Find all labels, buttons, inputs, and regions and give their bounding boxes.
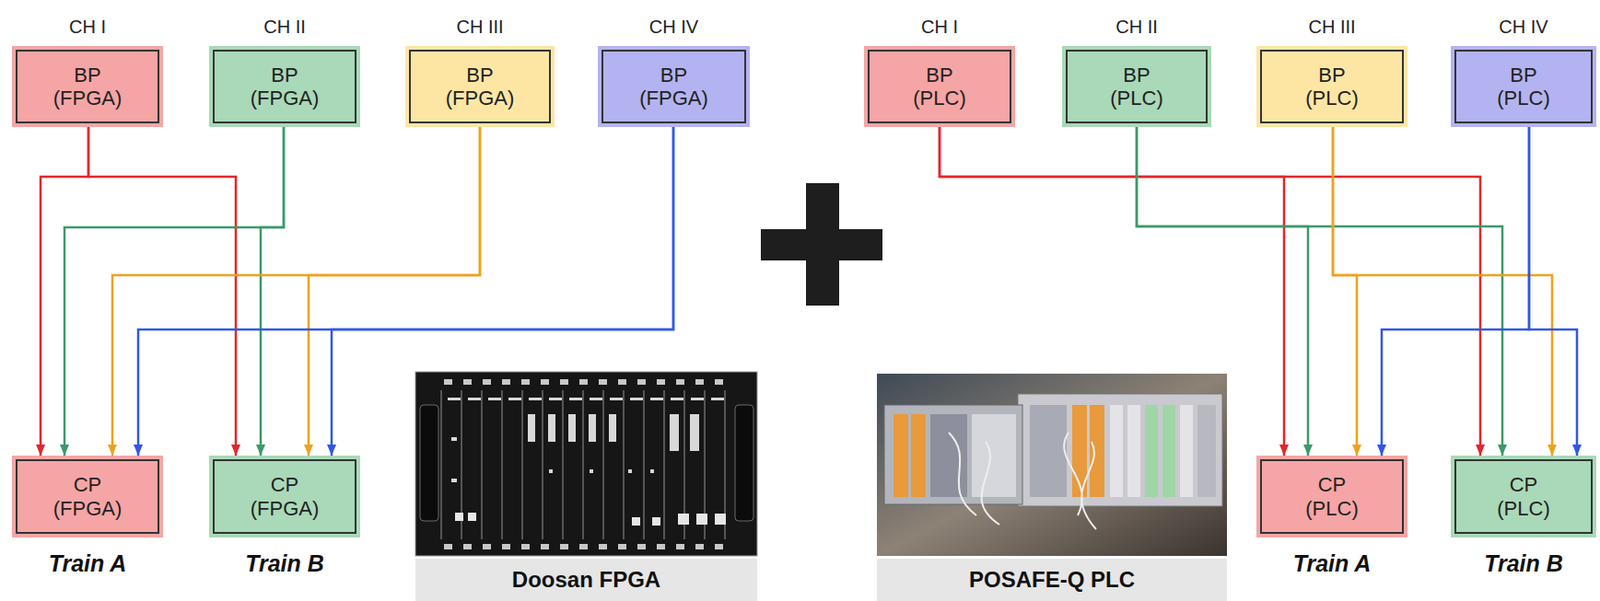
rack-module bbox=[1179, 405, 1193, 498]
signal-connector bbox=[1332, 127, 1553, 456]
box-label: BP (FPGA) bbox=[639, 63, 709, 111]
rack-ports bbox=[455, 513, 726, 526]
box-label: BP (PLC) bbox=[1496, 63, 1550, 111]
rack-frame bbox=[415, 372, 758, 557]
rack-leds bbox=[447, 397, 725, 483]
channel-label: CH I bbox=[845, 16, 1034, 38]
rack-rail bbox=[443, 544, 733, 550]
rack-module bbox=[1162, 405, 1176, 498]
rack-handle bbox=[735, 405, 754, 522]
rack-module bbox=[1089, 405, 1105, 498]
channel-label: CH II bbox=[1043, 16, 1230, 38]
block-box: CH IVBP (PLC) bbox=[1450, 46, 1597, 128]
rack-module bbox=[1197, 405, 1216, 498]
box-label: CP (FPGA) bbox=[53, 473, 123, 521]
block-box: CP (FPGA)Train A bbox=[11, 455, 164, 538]
channel-label: CH II bbox=[190, 16, 379, 38]
caption-band: Doosan FPGA bbox=[415, 559, 758, 601]
signal-connector bbox=[112, 127, 480, 456]
signal-connector bbox=[1332, 127, 1357, 456]
cable bbox=[948, 432, 1097, 530]
box-label: CP (FPGA) bbox=[250, 473, 320, 521]
block-box: CP (PLC)Train A bbox=[1256, 455, 1408, 538]
photo-caption: POSAFE-Q PLC bbox=[969, 567, 1135, 594]
block-box: CH IVBP (FPGA) bbox=[597, 46, 750, 128]
plus-bar bbox=[805, 183, 840, 306]
box-label: BP (PLC) bbox=[912, 63, 966, 111]
signal-connector bbox=[260, 127, 284, 456]
rack-module bbox=[1127, 405, 1141, 498]
rack-module bbox=[930, 414, 968, 498]
block-box: CP (FPGA)Train B bbox=[209, 455, 361, 538]
block-box: CH IBP (PLC) bbox=[864, 46, 1016, 128]
train-label: Train B bbox=[190, 550, 379, 578]
photo-caption: Doosan FPGA bbox=[512, 567, 661, 594]
train-label: Train B bbox=[1432, 550, 1600, 578]
block-box: CP (PLC)Train B bbox=[1450, 455, 1597, 538]
signal-connector bbox=[1529, 127, 1577, 456]
box-label: BP (FPGA) bbox=[250, 63, 320, 111]
signal-connector bbox=[138, 127, 674, 456]
train-label: Train A bbox=[1237, 550, 1426, 578]
block-box: CH IIBP (PLC) bbox=[1062, 46, 1212, 128]
channel-label: CH III bbox=[1237, 16, 1426, 38]
rack-module bbox=[971, 414, 1017, 498]
signal-connector bbox=[64, 127, 284, 456]
signal-connector bbox=[1136, 127, 1503, 456]
rack-module bbox=[1109, 405, 1123, 498]
rack-frame bbox=[1017, 394, 1223, 507]
photo-background bbox=[876, 373, 1227, 557]
signal-connector bbox=[331, 127, 674, 456]
plus-sign bbox=[760, 183, 883, 306]
plc-rack-photo bbox=[876, 373, 1227, 557]
rack-handle bbox=[420, 405, 439, 522]
box-label: BP (PLC) bbox=[1305, 63, 1358, 111]
block-box: CH IIBP (FPGA) bbox=[209, 46, 361, 128]
signal-connector bbox=[939, 127, 1481, 456]
rack-frame bbox=[884, 405, 1023, 505]
rack-rail bbox=[443, 379, 733, 386]
block-box: CH IBP (FPGA) bbox=[11, 46, 164, 128]
signal-connector bbox=[308, 127, 480, 456]
rack-slots bbox=[440, 390, 734, 540]
caption-band: POSAFE-Q PLC bbox=[876, 559, 1227, 601]
box-label: BP (PLC) bbox=[1109, 63, 1163, 111]
signal-connector bbox=[1381, 127, 1530, 456]
block-box: CH IIIBP (PLC) bbox=[1256, 46, 1408, 128]
block-box: CH IIIBP (FPGA) bbox=[405, 46, 555, 128]
rack-module bbox=[910, 414, 926, 498]
fpga-rack-photo bbox=[415, 372, 758, 557]
box-label: BP (FPGA) bbox=[53, 63, 123, 111]
signal-connector bbox=[88, 127, 236, 456]
channel-label: CH IV bbox=[1432, 16, 1600, 38]
channel-label: CH IV bbox=[579, 16, 769, 38]
box-label: CP (PLC) bbox=[1305, 473, 1358, 521]
signal-connector bbox=[1136, 127, 1309, 456]
rack-module bbox=[1029, 405, 1067, 498]
train-label: Train A bbox=[0, 550, 182, 578]
channel-label: CH I bbox=[0, 16, 182, 38]
box-label: BP (FPGA) bbox=[445, 63, 515, 111]
box-label: CP (PLC) bbox=[1496, 473, 1550, 521]
rack-module bbox=[1144, 405, 1158, 498]
rack-module bbox=[893, 414, 909, 498]
channel-label: CH III bbox=[386, 16, 573, 38]
